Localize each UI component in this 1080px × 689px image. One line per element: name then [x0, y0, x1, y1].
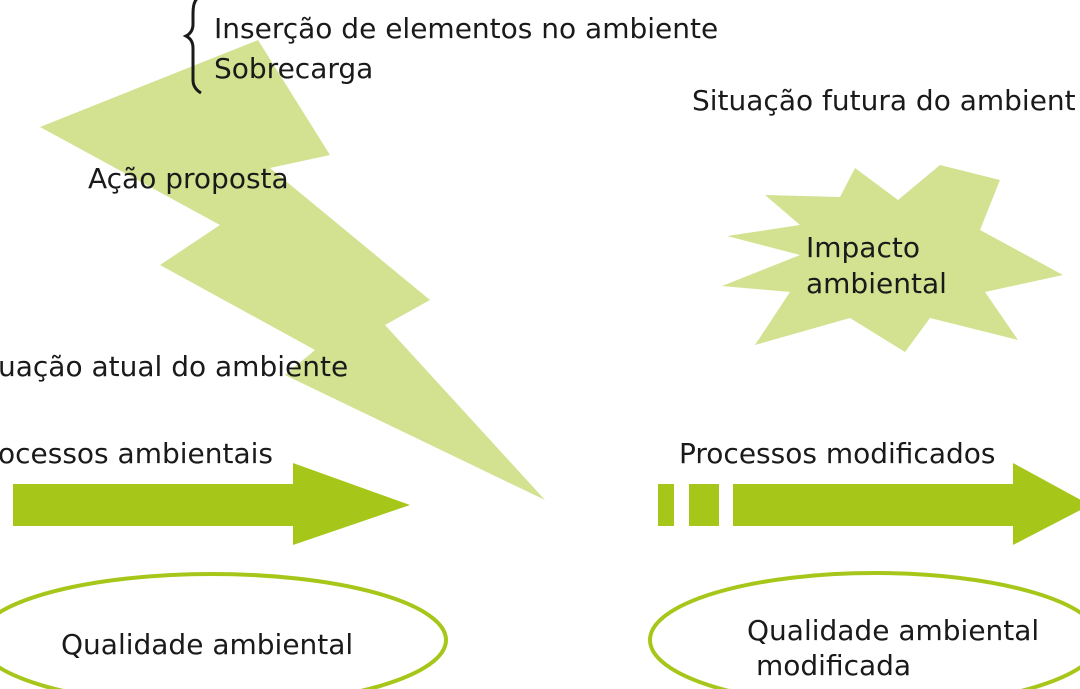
- modified-arrow-dash-2: [689, 484, 719, 526]
- modified-quality-line1: Qualidade ambiental: [747, 614, 1040, 647]
- modified-arrow-dash-1: [658, 484, 674, 526]
- list-brace: [182, 0, 202, 95]
- future-situation-label: Situação futura do ambient: [692, 84, 1076, 117]
- modified-quality-ellipse: [648, 571, 1080, 689]
- quality-ellipse: [0, 572, 448, 689]
- lightning-bolt-shape: [40, 40, 545, 500]
- modified-processes-arrow: [733, 463, 1080, 545]
- current-processes-arrow: [13, 463, 410, 545]
- current-situation-label: uação atual do ambiente: [0, 350, 349, 383]
- impact-label-line1: Impacto: [806, 231, 920, 264]
- impact-starburst-shape: [722, 165, 1063, 352]
- quality-label: Qualidade ambiental: [61, 628, 354, 661]
- modified-quality-line2: modificada: [756, 649, 912, 682]
- modified-processes-label: Processos modificados: [679, 437, 996, 470]
- impact-label-line2: ambiental: [806, 267, 947, 300]
- list-item-overload: Sobrecarga: [214, 52, 374, 85]
- list-item-insertion: Inserção de elementos no ambiente: [214, 12, 719, 45]
- current-processes-label: ocessos ambientais: [0, 437, 274, 470]
- action-label: Ação proposta: [88, 162, 289, 195]
